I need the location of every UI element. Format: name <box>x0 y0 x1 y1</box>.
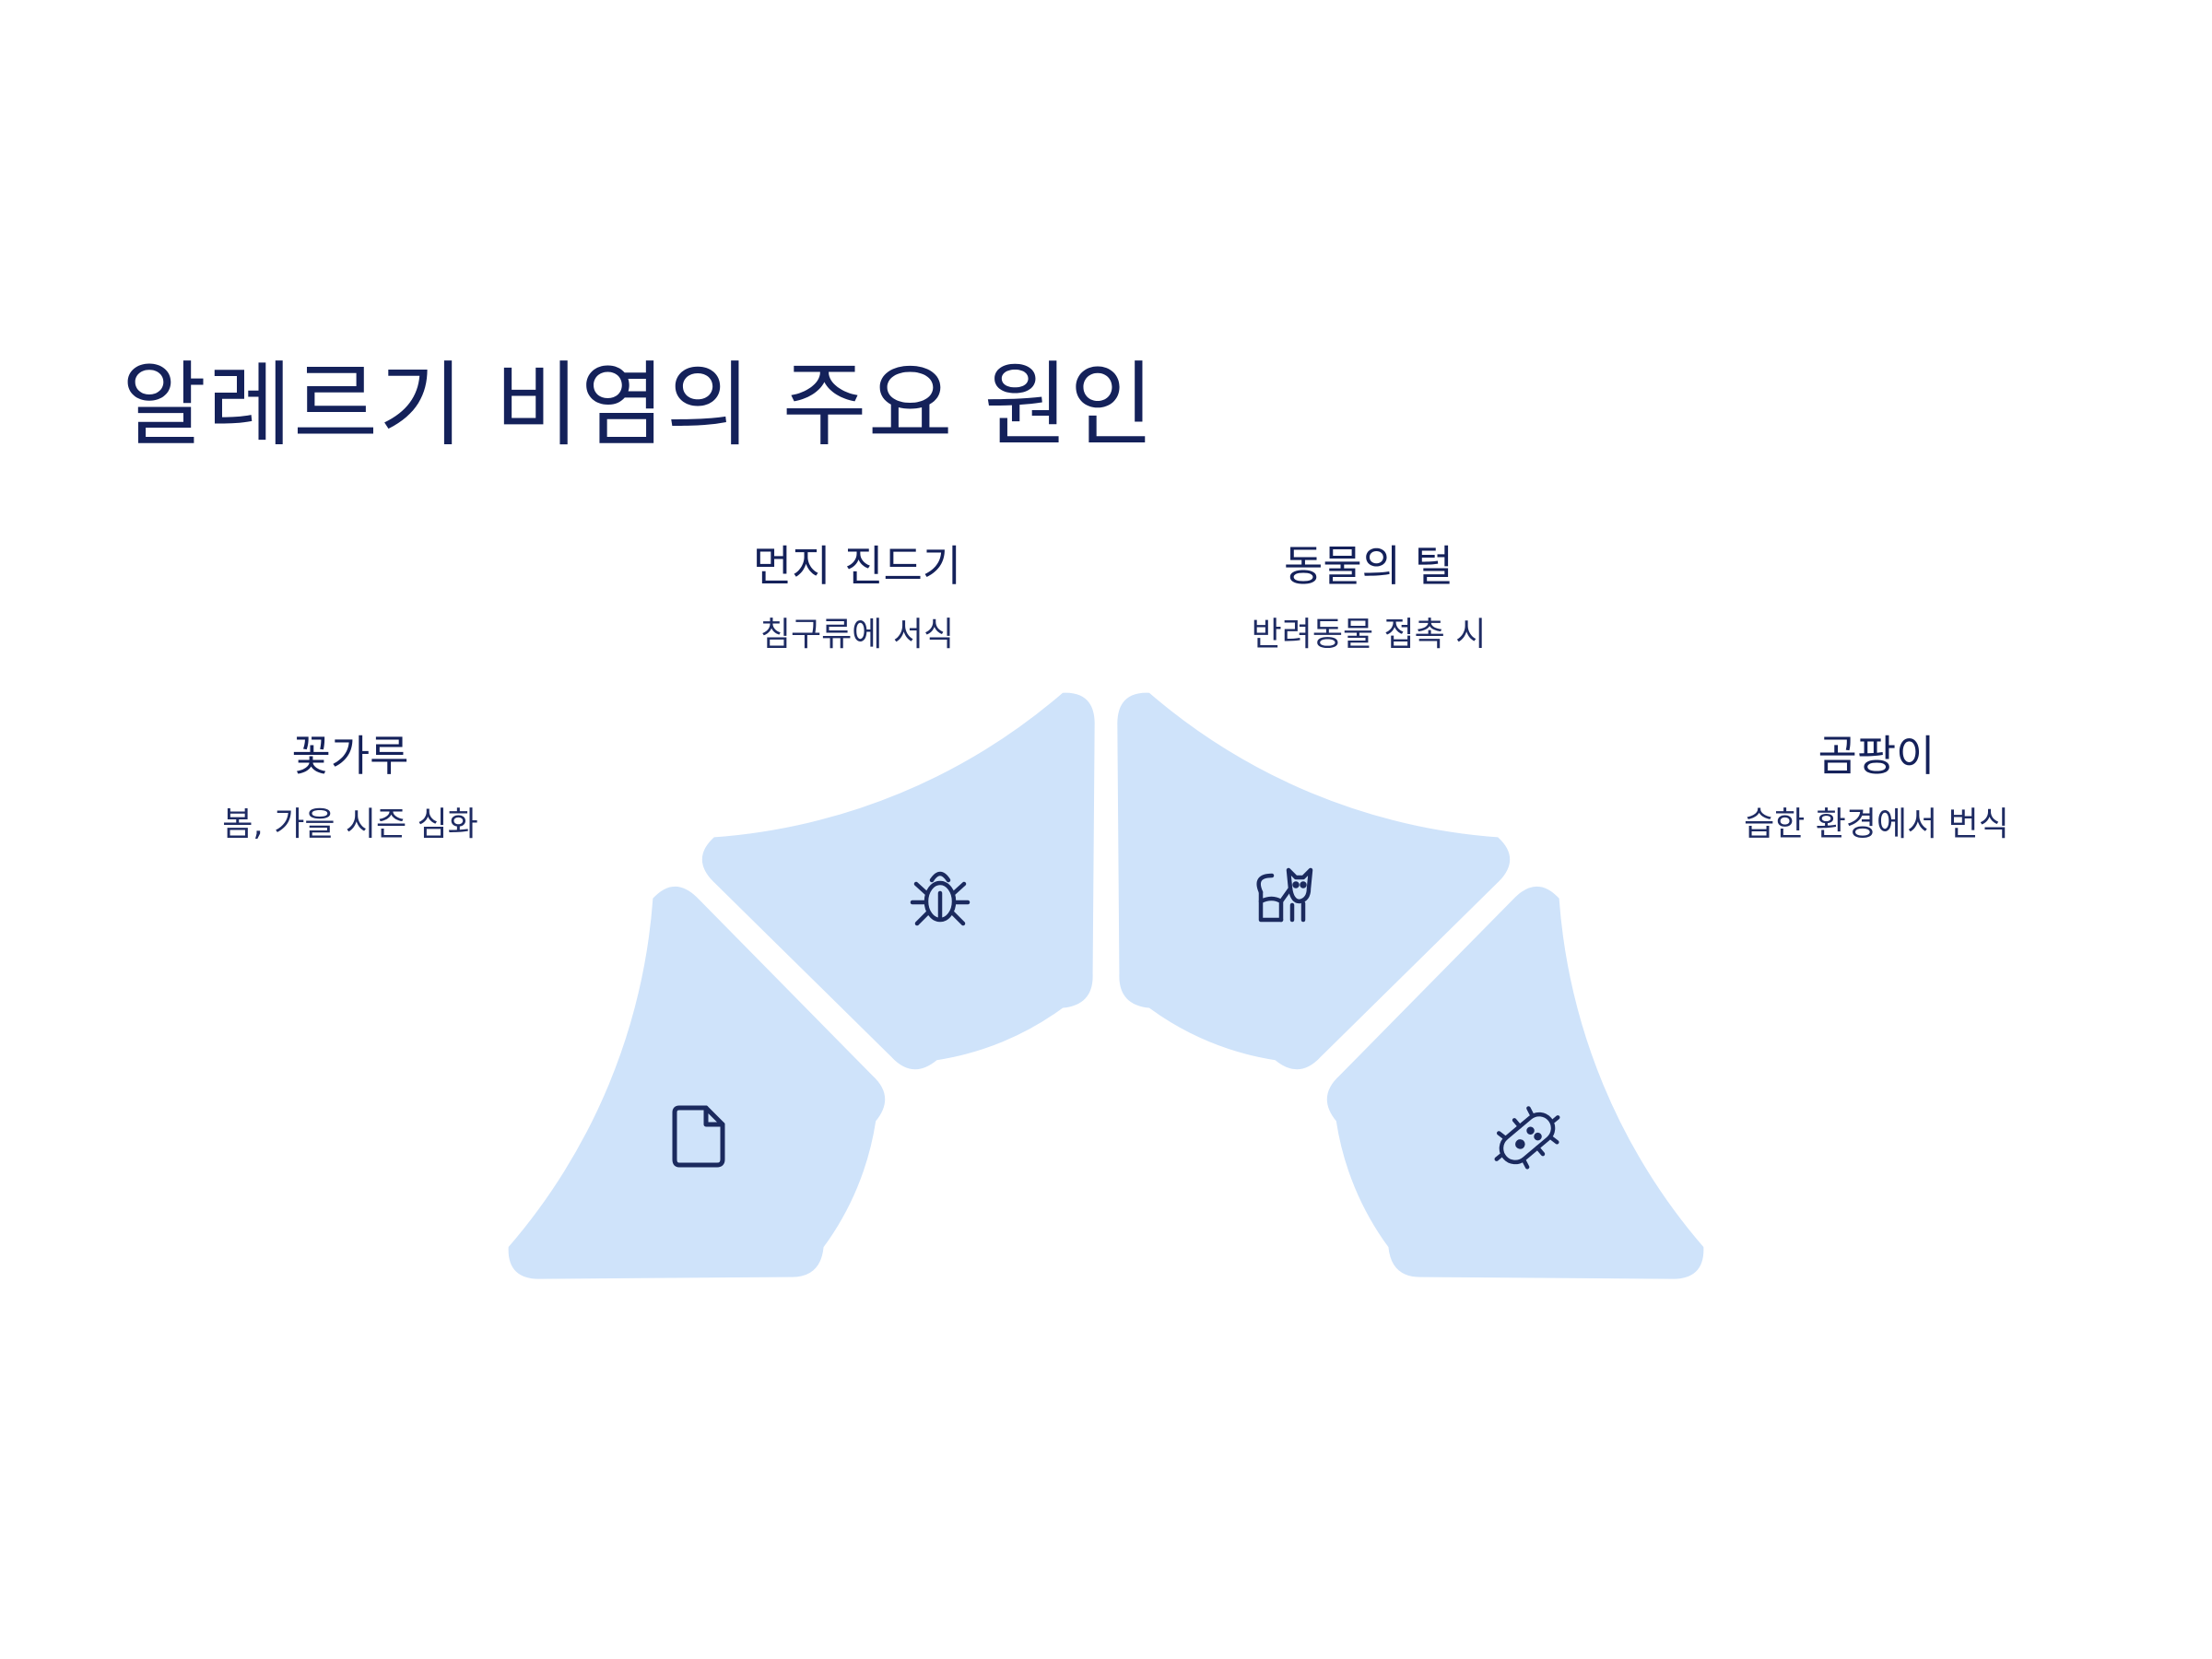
segment-pollen <box>508 886 886 1279</box>
segment-pet-hair <box>1117 692 1511 1070</box>
cause-description: 습한 환경에서 번식 <box>1744 806 2009 843</box>
cause-pollen: 꽃가루 봄, 가을 시즌 심화 <box>92 728 608 848</box>
cause-dust-mites: 먼지 진드기 침구류에 서식 <box>599 538 1115 658</box>
cause-title: 동물의 털 <box>1284 541 1453 591</box>
cause-description: 봄, 가을 시즌 심화 <box>222 806 478 843</box>
segment-dust-mites <box>701 692 1095 1070</box>
segment-mold <box>1326 886 1704 1279</box>
cause-mold: 곰팡이 습한 환경에서 번식 <box>1618 728 2135 848</box>
microbe-icon <box>1494 1106 1560 1170</box>
cause-pet-hair: 동물의 털 반려동물 접촉 시 <box>1111 538 1627 658</box>
segments-layer <box>508 692 1704 1279</box>
cause-title: 곰팡이 <box>1818 731 1936 781</box>
document-icon <box>672 1105 725 1168</box>
cause-description: 반려동물 접촉 시 <box>1251 616 1487 653</box>
cat-icon <box>1256 867 1313 923</box>
cause-title: 먼지 진드기 <box>752 541 962 591</box>
page-title: 알레르기 비염의 주요 원인 <box>122 351 1156 459</box>
cause-title: 꽃가루 <box>291 731 409 781</box>
bug-icon <box>910 871 971 926</box>
cause-description: 침구류에 서식 <box>759 616 955 653</box>
